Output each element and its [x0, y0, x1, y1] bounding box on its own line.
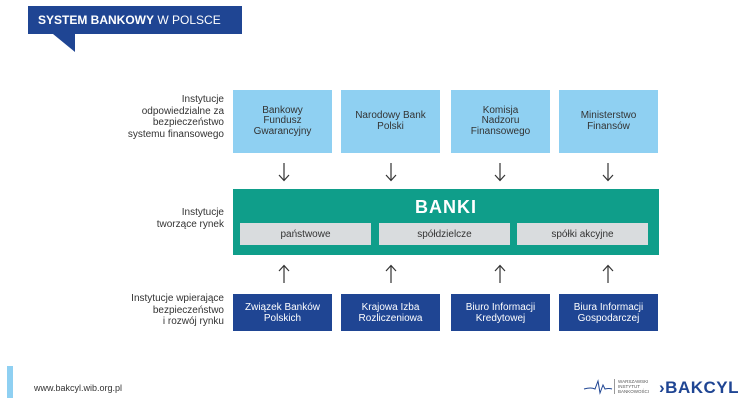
banki-block: BANKI państwowe spółdzielcze spółki akcy…	[233, 189, 659, 255]
arrow-up-icon	[278, 264, 290, 283]
bottom-box-kir: Krajowa Izba Rozliczeniowa	[341, 294, 440, 331]
footer-url[interactable]: www.bakcyl.wib.org.pl	[34, 383, 123, 393]
page-title-bold: SYSTEM BANKOWY	[38, 13, 155, 27]
bank-type-state: państwowe	[240, 223, 371, 245]
header-banner-fold	[53, 34, 75, 52]
arrow-up-icon	[494, 264, 506, 283]
bottom-box-zbp: Związek Banków Polskich	[233, 294, 332, 331]
header-banner	[28, 6, 242, 34]
bakcyl-chevron-icon: ›	[659, 378, 666, 397]
top-box-bfg: Bankowy Fundusz Gwarancyjny	[233, 90, 332, 153]
arrow-down-icon	[494, 163, 506, 182]
top-box-mf: Ministerstwo Finansów	[559, 90, 658, 153]
row-label-middle: Instytucje tworzące rynek	[156, 207, 224, 230]
wib-logo-text: WARSZAWSKI INSTYTUT BANKOWOŚCI	[614, 379, 649, 394]
bottom-box-bik: Biuro Informacji Kredytowej	[451, 294, 550, 331]
arrow-up-icon	[602, 264, 614, 283]
wib-logo-icon	[583, 377, 613, 402]
row-label-top: Instytucje odpowiedzialne za bezpieczeńs…	[127, 94, 224, 140]
top-box-knf: Komisja Nadzoru Finansowego	[451, 90, 550, 153]
footer-accent-bar	[7, 366, 13, 398]
top-box-nbp: Narodowy Bank Polski	[341, 90, 440, 153]
bottom-box-big: Biura Informacji Gospodarczej	[559, 294, 658, 331]
arrow-up-icon	[385, 264, 397, 283]
banki-title: BANKI	[415, 197, 477, 217]
bakcyl-logo: ›BAKCYL	[659, 378, 739, 398]
page-title-rest: W POLSCE	[154, 13, 221, 27]
arrow-down-icon	[385, 163, 397, 182]
page-title: SYSTEM BANKOWY W POLSCE	[38, 13, 221, 27]
arrow-down-icon	[278, 163, 290, 182]
bank-type-cooperative: spółdzielcze	[379, 223, 510, 245]
bakcyl-logo-text: BAKCYL	[665, 378, 740, 397]
arrow-down-icon	[602, 163, 614, 182]
row-label-bottom: Instytucje wpierające bezpieczeństwo i r…	[131, 293, 224, 327]
bank-type-joint-stock: spółki akcyjne	[517, 223, 648, 245]
